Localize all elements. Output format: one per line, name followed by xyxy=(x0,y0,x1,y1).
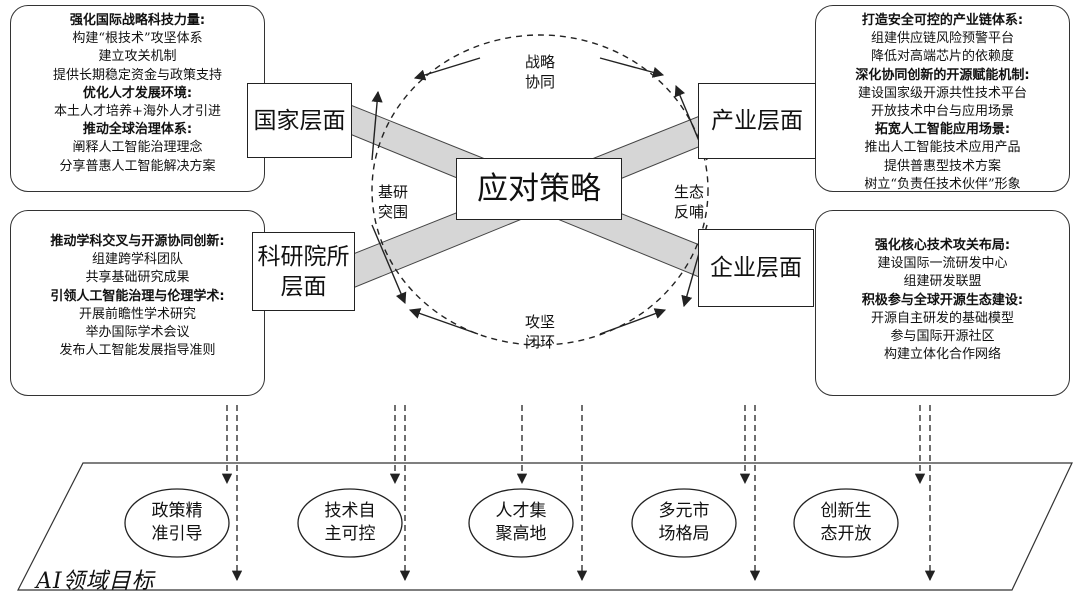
industry-panel-heading: 拓宽人工智能应用场景: xyxy=(874,122,1011,138)
center-strategy-label: 应对策略 xyxy=(477,171,601,207)
goal-tech-autonomy: 技术自主可控 xyxy=(306,492,394,554)
enterprise-panel-heading: 强化核心技术攻关布局: xyxy=(874,238,1011,253)
goal-3-line-2: 聚高地 xyxy=(495,524,547,544)
research-level-label-2: 层面 xyxy=(280,273,327,300)
goal-ellipse-3 xyxy=(468,488,574,558)
enterprise-panel-heading: 积极参与全球开源生态建设: xyxy=(861,292,1024,308)
national-level-box: 国家层面 xyxy=(247,83,352,158)
national-panel-heading: 强化国际战略科技力量: xyxy=(69,13,206,28)
national-panel-item: 建立攻关机制 xyxy=(98,49,177,65)
industry-panel-item: 开放技术中台与应用场景 xyxy=(870,104,1014,120)
arrow-left-down xyxy=(371,224,407,305)
goal-open-ecosystem: 创新生态开放 xyxy=(802,492,890,554)
goal-talent-hub: 人才集聚高地 xyxy=(477,492,565,554)
cycle-label-bottom-2: 闭环 xyxy=(524,333,555,351)
industry-panel-item: 树立“负责任技术伙伴”形象 xyxy=(864,176,1021,192)
cycle-label-right-1: 生态 xyxy=(673,183,704,201)
research-panel-item: 开展前瞻性学术研究 xyxy=(78,306,196,322)
research-panel-item: 发布人工智能发展指导准则 xyxy=(59,343,216,359)
national-panel-item: 分享普惠人工智能解决方案 xyxy=(59,158,216,174)
goal-5-line-1: 创新生 xyxy=(820,501,872,521)
arrow-left-up xyxy=(371,90,383,161)
industry-panel-item: 建设国家级开源共性技术平台 xyxy=(857,85,1027,101)
goal-3-line-1: 人才集 xyxy=(495,501,547,521)
research-level-box: 科研院所层面 xyxy=(252,232,355,311)
arrow-bottom-right xyxy=(599,308,667,335)
goal-4-line-1: 多元市 xyxy=(658,501,710,521)
goal-1-line-2: 准引导 xyxy=(151,524,203,544)
research-panel-heading: 引领人工智能治理与伦理学术: xyxy=(50,288,225,304)
national-panel-item: 提供长期稳定资金与政策支持 xyxy=(52,67,222,83)
goal-2-line-2: 主可控 xyxy=(324,524,376,544)
goal-ellipse-2 xyxy=(297,488,403,558)
enterprise-panel-item: 开源自主研发的基础模型 xyxy=(870,310,1014,326)
enterprise-panel-item: 建设国际一流研发中心 xyxy=(877,256,1008,272)
cycle-label-bottom: 攻坚 闭环 xyxy=(515,312,565,352)
industry-panel-heading: 打造安全可控的产业链体系: xyxy=(861,13,1024,28)
industry-level-box: 产业层面 xyxy=(698,83,816,159)
cycle-label-right: 生态 反哺 xyxy=(664,182,714,222)
research-panel-item: 共享基础研究成果 xyxy=(85,270,190,286)
research-panel-item: 组建跨学科团队 xyxy=(91,252,183,268)
cycle-label-left-1: 基研 xyxy=(377,183,408,201)
enterprise-level-box: 企业层面 xyxy=(698,229,814,307)
industry-level-label: 产业层面 xyxy=(711,108,803,134)
goal-4-line-2: 场格局 xyxy=(658,524,710,544)
goal-title: AI领域目标 xyxy=(36,569,155,594)
center-strategy-box: 应对策略 xyxy=(456,158,622,220)
enterprise-measures-panel: 强化核心技术攻关布局: 建设国际一流研发中心组建研发联盟积极参与全球开源生态建设:… xyxy=(815,210,1070,396)
industry-panel-heading: 深化协同创新的开源赋能机制: xyxy=(855,67,1030,83)
industry-panel-item: 降低对高端芯片的依赖度 xyxy=(870,49,1014,65)
goal-ellipse-5 xyxy=(793,488,899,558)
national-panel-item: 本土人才培养+海外人才引进 xyxy=(54,104,221,120)
national-level-label: 国家层面 xyxy=(253,107,346,134)
cycle-label-right-2: 反哺 xyxy=(673,203,704,221)
cycle-label-top-1: 战略 xyxy=(524,53,555,71)
strategy-cycle xyxy=(371,34,709,346)
goal-1-line-1: 政策精 xyxy=(151,501,203,521)
research-panel-heading: 推动学科交叉与开源协同创新: xyxy=(50,234,225,249)
research-panel-item: 举办国际学术会议 xyxy=(85,325,190,341)
national-measures-panel: 强化国际战略科技力量: 构建“根技术”攻坚体系建立攻关机制提供长期稳定资金与政策支… xyxy=(10,5,265,192)
national-panel-heading: 推动全球治理体系: xyxy=(82,122,193,138)
national-panel-item: 阐释人工智能治理理念 xyxy=(72,140,203,156)
research-measures-panel: 推动学科交叉与开源协同创新: 组建跨学科团队共享基础研究成果引领人工智能治理与伦理… xyxy=(10,210,265,396)
goal-5-line-2: 态开放 xyxy=(820,524,872,544)
cycle-label-bottom-1: 攻坚 xyxy=(524,313,555,331)
cycle-label-top: 战略 协同 xyxy=(515,52,565,92)
goal-ellipse-1 xyxy=(124,488,230,558)
goal-ellipse-4 xyxy=(631,488,737,558)
research-level-label: 科研院所 xyxy=(257,243,350,270)
industry-panel-item: 提供普惠型技术方案 xyxy=(883,158,1001,174)
arrow-top-right xyxy=(599,57,665,78)
industry-panel-item: 推出人工智能技术应用产品 xyxy=(864,140,1021,156)
enterprise-level-label: 企业层面 xyxy=(710,255,802,281)
goal-diverse-market: 多元市场格局 xyxy=(640,492,728,554)
industry-measures-panel: 打造安全可控的产业链体系: 组建供应链风险预警平台降低对高端芯片的依赖度深化协同创… xyxy=(815,5,1070,192)
goal-2-line-1: 技术自 xyxy=(324,501,376,521)
enterprise-panel-item: 构建立体化合作网络 xyxy=(883,347,1001,363)
arrow-top-left xyxy=(413,57,481,81)
industry-panel-item: 组建供应链风险预警平台 xyxy=(870,31,1014,47)
national-panel-heading: 优化人才发展环境: xyxy=(82,85,193,101)
cycle-label-top-2: 协同 xyxy=(524,73,555,91)
enterprise-panel-item: 组建研发联盟 xyxy=(903,274,982,290)
cycle-label-left: 基研 突围 xyxy=(368,182,418,222)
cycle-label-left-2: 突围 xyxy=(377,203,408,221)
enterprise-panel-item: 参与国际开源社区 xyxy=(890,329,995,345)
national-panel-item: 构建“根技术”攻坚体系 xyxy=(72,31,203,47)
goal-policy-guidance: 政策精准引导 xyxy=(133,492,221,554)
arrow-bottom-left xyxy=(408,308,479,335)
